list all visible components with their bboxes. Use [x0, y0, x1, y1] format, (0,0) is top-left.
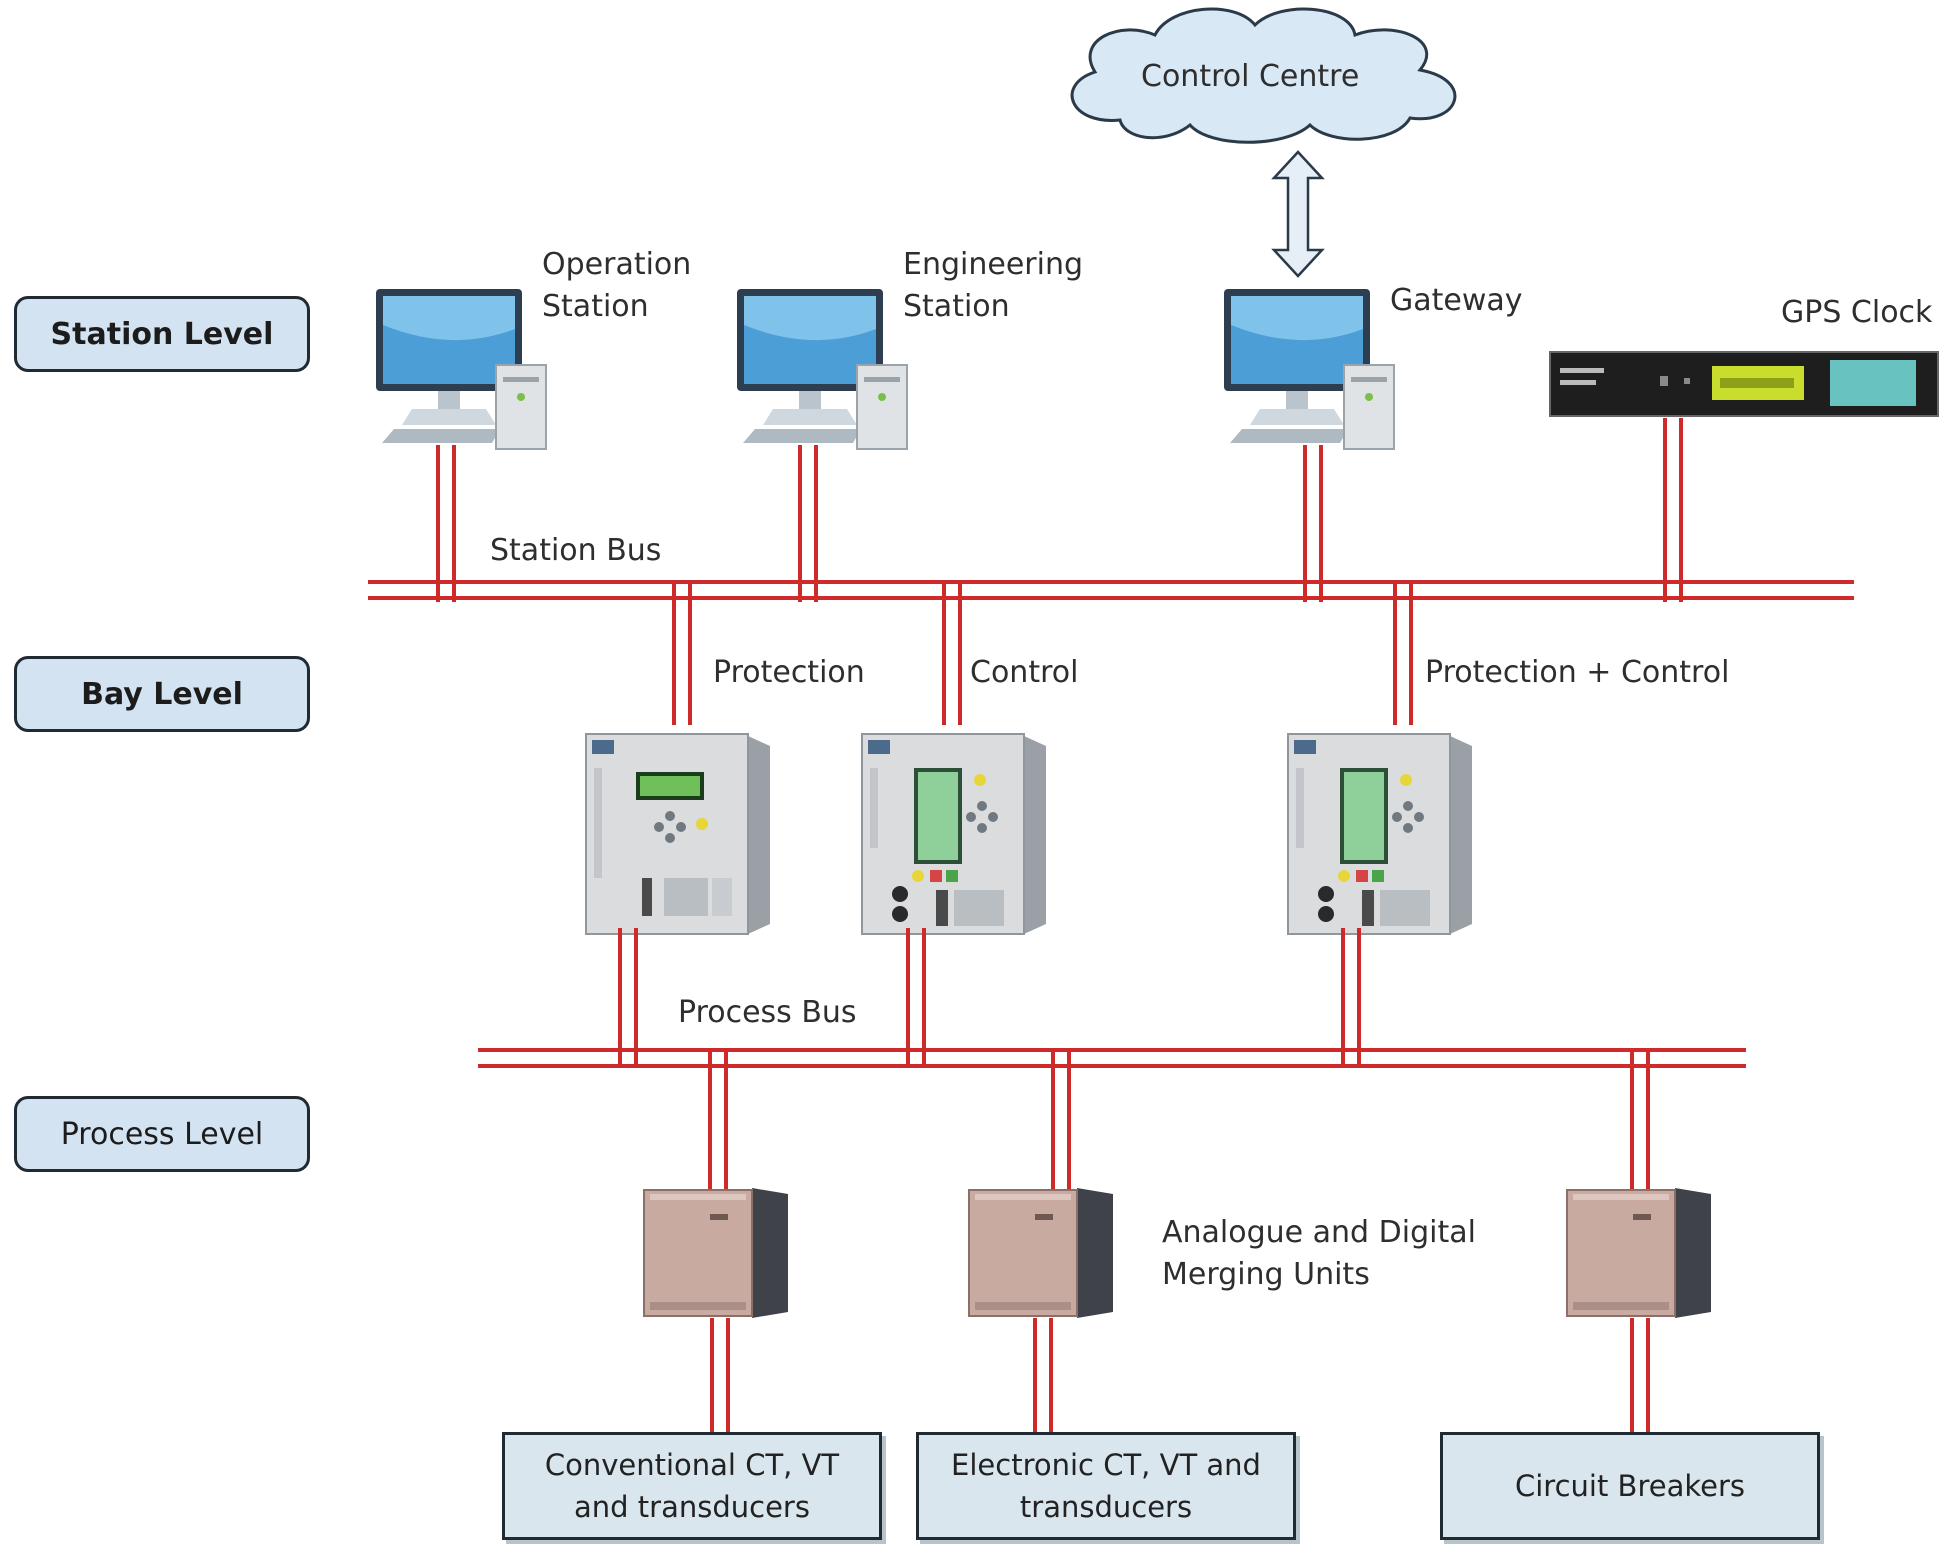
protection-control-relay-icon	[1287, 733, 1472, 935]
conventional-line2: and transducers	[574, 1490, 810, 1524]
engineering-station-computer-icon	[737, 289, 908, 450]
merging-unit-2-icon	[968, 1188, 1113, 1318]
conventional-line1: Conventional CT, VT	[544, 1448, 840, 1482]
protection-label: Protection	[713, 655, 865, 690]
process-bus-label: Process Bus	[678, 995, 857, 1030]
cloud-icon	[1070, 7, 1457, 144]
electronic-line2: transducers	[1019, 1490, 1193, 1524]
gps-clock-device-icon	[1549, 351, 1939, 417]
merging-units-label-line2: Merging Units	[1162, 1257, 1370, 1292]
process-bus-line	[478, 1048, 1746, 1070]
gps-clock-label: GPS Clock	[1781, 295, 1933, 330]
control-label: Control	[970, 655, 1079, 690]
engineering-station-label-line1: Engineering	[903, 247, 1083, 282]
station-bus-line	[368, 580, 1854, 602]
bay-level-box: Bay Level	[14, 656, 310, 732]
station-level-box: Station Level	[14, 296, 310, 372]
circuit-breakers-label: Circuit Breakers	[1515, 1469, 1745, 1503]
gateway-computer-icon	[1224, 289, 1395, 450]
control-centre-label: Control Centre	[1141, 59, 1360, 94]
gateway-label: Gateway	[1390, 283, 1523, 318]
station-bus-label: Station Bus	[490, 533, 662, 568]
electronic-ct-vt-box: Electronic CT, VT and transducers	[916, 1432, 1296, 1540]
merging-unit-1-icon	[643, 1188, 788, 1318]
circuit-breakers-box: Circuit Breakers	[1440, 1432, 1820, 1540]
protection-control-label: Protection + Control	[1425, 655, 1730, 690]
operation-station-computer-icon	[376, 289, 547, 450]
control-relay-icon	[861, 733, 1046, 935]
double-arrow-icon	[1271, 150, 1325, 278]
electronic-line1: Electronic CT, VT and	[951, 1448, 1261, 1482]
conventional-ct-vt-box: Conventional CT, VT and transducers	[502, 1432, 882, 1540]
operation-station-label-line1: Operation	[542, 247, 692, 282]
merging-units-label-line1: Analogue and Digital	[1162, 1215, 1476, 1250]
operation-station-label-line2: Station	[542, 289, 649, 324]
engineering-station-label-line2: Station	[903, 289, 1010, 324]
protection-relay-icon	[585, 733, 770, 935]
process-level-box: Process Level	[14, 1096, 310, 1172]
merging-unit-3-icon	[1566, 1188, 1711, 1318]
